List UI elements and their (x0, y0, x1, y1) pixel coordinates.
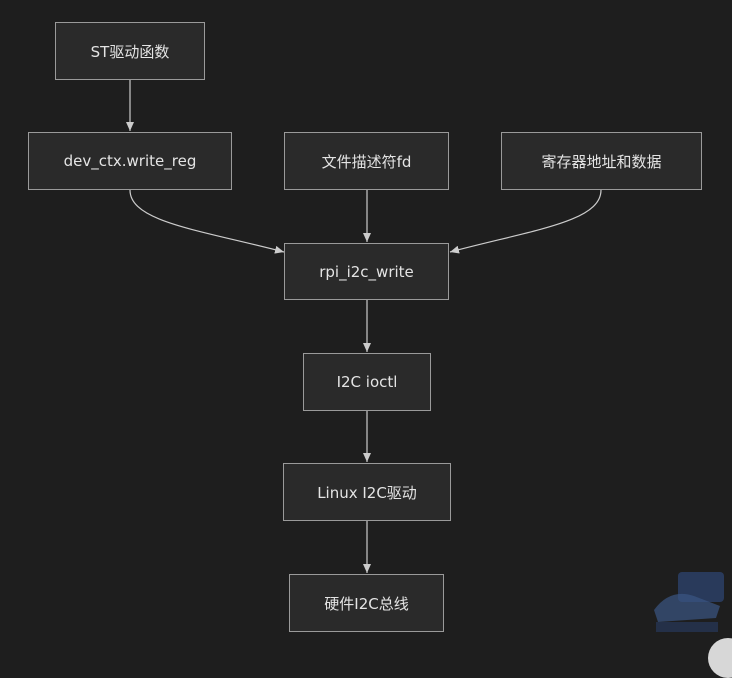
edge-dev-ctx-to-rpi-write (129, 189, 285, 254)
watermark-logo (654, 572, 724, 632)
node-i2c-ioctl: I2C ioctl (303, 353, 431, 411)
node-rpi-i2c-write: rpi_i2c_write (284, 243, 449, 300)
node-dev-ctx-write-reg: dev_ctx.write_reg (28, 132, 232, 190)
flowchart-canvas: ST驱动函数 dev_ctx.write_reg 文件描述符fd 寄存器地址和数… (28, 22, 732, 678)
node-st-driver: ST驱动函数 (55, 22, 205, 80)
node-file-descriptor-fd: 文件描述符fd (284, 132, 449, 190)
edge-reg-data-to-rpi-write (449, 189, 602, 254)
node-hardware-i2c-bus: 硬件I2C总线 (289, 574, 444, 632)
node-linux-i2c-driver: Linux I2C驱动 (283, 463, 451, 521)
node-register-address-data: 寄存器地址和数据 (501, 132, 702, 190)
flowchart-edges (126, 80, 602, 573)
